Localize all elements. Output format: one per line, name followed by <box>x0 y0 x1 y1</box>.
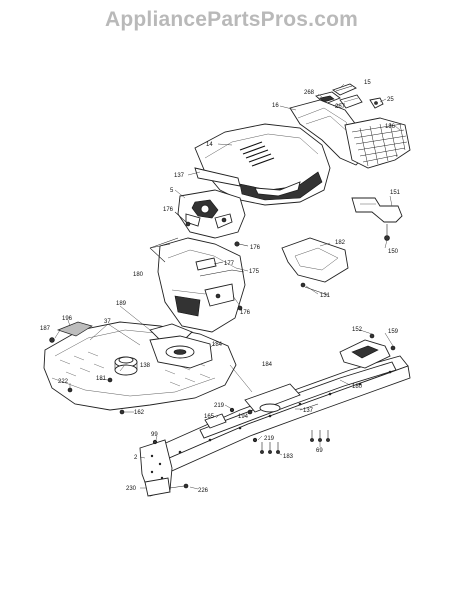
part-159-bolts[interactable] <box>369 333 396 351</box>
callout-180-a: 180 <box>133 272 144 278</box>
callout-15: 15 <box>364 80 371 86</box>
part-165[interactable] <box>204 413 227 429</box>
callout-226: 226 <box>198 488 209 494</box>
part-175[interactable] <box>199 269 245 277</box>
part-14-main-hood[interactable] <box>194 123 331 206</box>
callout-131: 131 <box>320 293 331 299</box>
callout-268: 268 <box>304 90 315 96</box>
callout-181: 181 <box>96 376 107 382</box>
part-152-front-bracket[interactable] <box>339 339 391 369</box>
part-180-dash-tower[interactable] <box>157 237 246 333</box>
part-15[interactable] <box>332 83 357 96</box>
callout-162: 162 <box>134 410 145 416</box>
callout-219-b: 219 <box>264 436 275 442</box>
callout-150: 150 <box>388 249 399 255</box>
part-177[interactable] <box>195 257 224 271</box>
callout-151: 151 <box>390 190 401 196</box>
callout-184-b: 184 <box>262 362 273 368</box>
part-183[interactable] <box>260 442 280 454</box>
callout-177: 177 <box>224 261 235 267</box>
callout-175: 175 <box>249 269 260 275</box>
part-196-trim[interactable] <box>56 321 93 337</box>
callout-267: 267 <box>335 104 346 110</box>
callout-186: 186 <box>385 124 396 130</box>
part-150-bolt[interactable] <box>384 224 390 241</box>
callout-187: 187 <box>40 326 51 332</box>
callout-137: 137 <box>174 173 185 179</box>
callout-194: 194 <box>238 414 249 420</box>
callout-152: 152 <box>352 327 363 333</box>
part-176-screw-a[interactable] <box>174 211 191 227</box>
callout-138: 138 <box>140 363 151 369</box>
part-182-tray[interactable] <box>281 237 349 283</box>
callout-16: 16 <box>272 103 279 109</box>
part-5-dash-panel[interactable] <box>177 189 246 239</box>
part-230-bracket[interactable] <box>144 477 171 497</box>
part-181[interactable] <box>107 377 113 383</box>
callout-159: 159 <box>388 329 399 335</box>
part-137b[interactable] <box>299 403 319 411</box>
callout-182: 182 <box>335 240 346 246</box>
part-162-screw[interactable] <box>119 409 125 415</box>
part-138-bushing[interactable] <box>114 356 138 376</box>
part-187-bolt[interactable] <box>49 337 55 343</box>
part-131-screw[interactable] <box>300 282 329 296</box>
callout-230: 230 <box>126 486 137 492</box>
callout-5: 5 <box>170 188 174 194</box>
callout-176-b: 176 <box>250 245 261 251</box>
part-219-bolts[interactable] <box>229 407 258 443</box>
callout-176-c: 176 <box>240 310 251 316</box>
part-226-bolt[interactable] <box>169 483 189 489</box>
callout-176-a: 176 <box>163 207 174 213</box>
part-176-screw-b[interactable] <box>234 241 249 247</box>
callout-196: 196 <box>62 316 73 322</box>
callout-219-a: 219 <box>214 403 225 409</box>
callout-165: 165 <box>204 414 215 420</box>
part-222-bolt[interactable] <box>67 387 73 393</box>
callout-2: 2 <box>134 455 138 461</box>
part-184-console-base[interactable] <box>149 335 213 369</box>
callout-180-b: 180 <box>352 384 363 390</box>
callout-222: 222 <box>58 379 69 385</box>
part-186-grille[interactable] <box>344 117 411 169</box>
callout-137-b: 137 <box>303 408 314 414</box>
callout-69: 69 <box>316 448 323 454</box>
part-99[interactable] <box>152 439 158 445</box>
part-151-bracket[interactable] <box>351 197 403 223</box>
callout-184-a: 184 <box>212 342 223 348</box>
watermark: AppliancePartsPros.com <box>105 8 358 31</box>
part-137[interactable] <box>194 167 241 187</box>
callout-37: 37 <box>104 319 111 325</box>
part-frame-main[interactable] <box>149 355 411 475</box>
callout-99: 99 <box>151 432 158 438</box>
part-25[interactable] <box>369 97 384 109</box>
part-69-bolts[interactable] <box>310 430 330 442</box>
callout-14: 14 <box>206 142 213 148</box>
callout-183: 183 <box>283 454 294 460</box>
callout-189: 189 <box>116 301 127 307</box>
part-267[interactable] <box>339 94 363 109</box>
callout-25: 25 <box>387 97 394 103</box>
